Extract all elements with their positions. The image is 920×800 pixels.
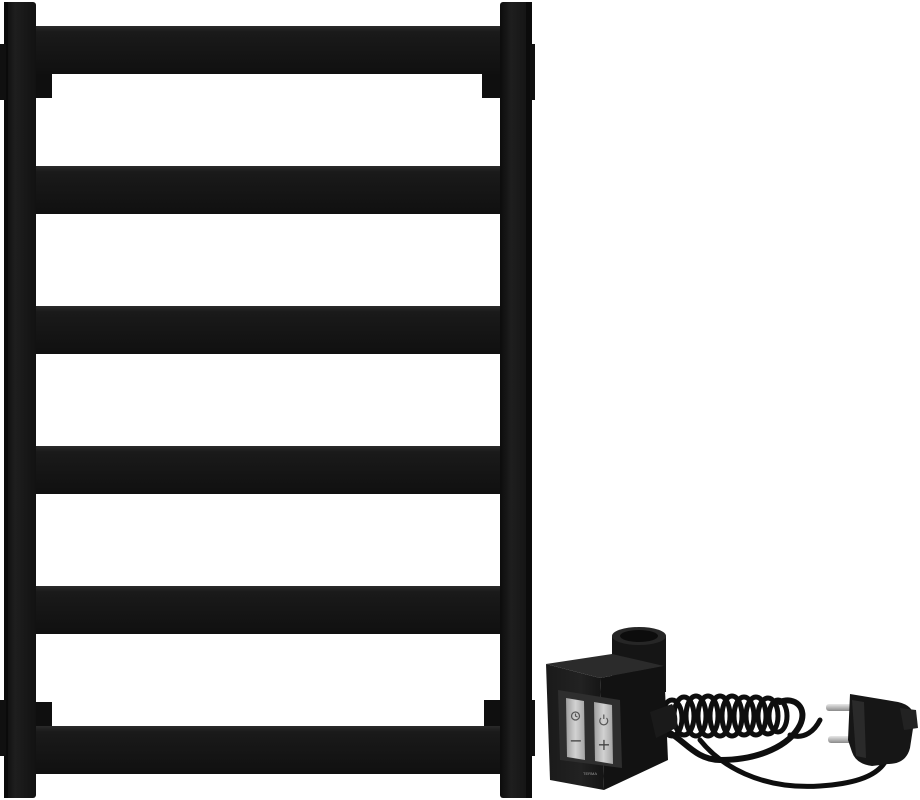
bracket-side-right-bottom xyxy=(530,700,535,756)
plug-pin-bottom xyxy=(828,736,854,743)
rail-5 xyxy=(36,586,500,634)
left-post xyxy=(4,2,36,798)
timer-icon xyxy=(570,711,581,721)
towel-rail xyxy=(0,2,535,798)
plus-glyph: + xyxy=(597,735,610,754)
rail-6 xyxy=(36,726,500,774)
minus-glyph: − xyxy=(569,731,582,750)
brand-text: TERMA xyxy=(583,771,597,776)
bracket-side-left-bottom xyxy=(0,700,6,756)
plug-pin-top xyxy=(826,704,852,711)
heater-controller: − + TERMA xyxy=(546,627,678,790)
heater-top-face xyxy=(546,654,664,678)
rail-3 xyxy=(36,306,500,354)
left-post-edge xyxy=(4,2,8,798)
rail-2 xyxy=(36,166,500,214)
schuko-plug xyxy=(826,694,918,766)
bracket-top-left xyxy=(36,72,52,98)
power-plus-button[interactable]: + xyxy=(594,702,613,764)
rail-1 xyxy=(36,26,500,74)
bracket-side-right-top xyxy=(530,44,535,100)
bracket-top-right xyxy=(482,72,500,98)
bracket-side-left-top xyxy=(0,44,6,100)
power-icon xyxy=(599,714,609,726)
cable-gland xyxy=(650,704,678,738)
right-post xyxy=(500,2,532,798)
coiled-cable xyxy=(652,693,888,789)
bracket-bottom-left xyxy=(36,702,52,726)
right-post-edge xyxy=(526,2,532,798)
rail-4 xyxy=(36,446,500,494)
bracket-bottom-right xyxy=(484,700,500,726)
timer-minus-button[interactable]: − xyxy=(566,698,585,760)
